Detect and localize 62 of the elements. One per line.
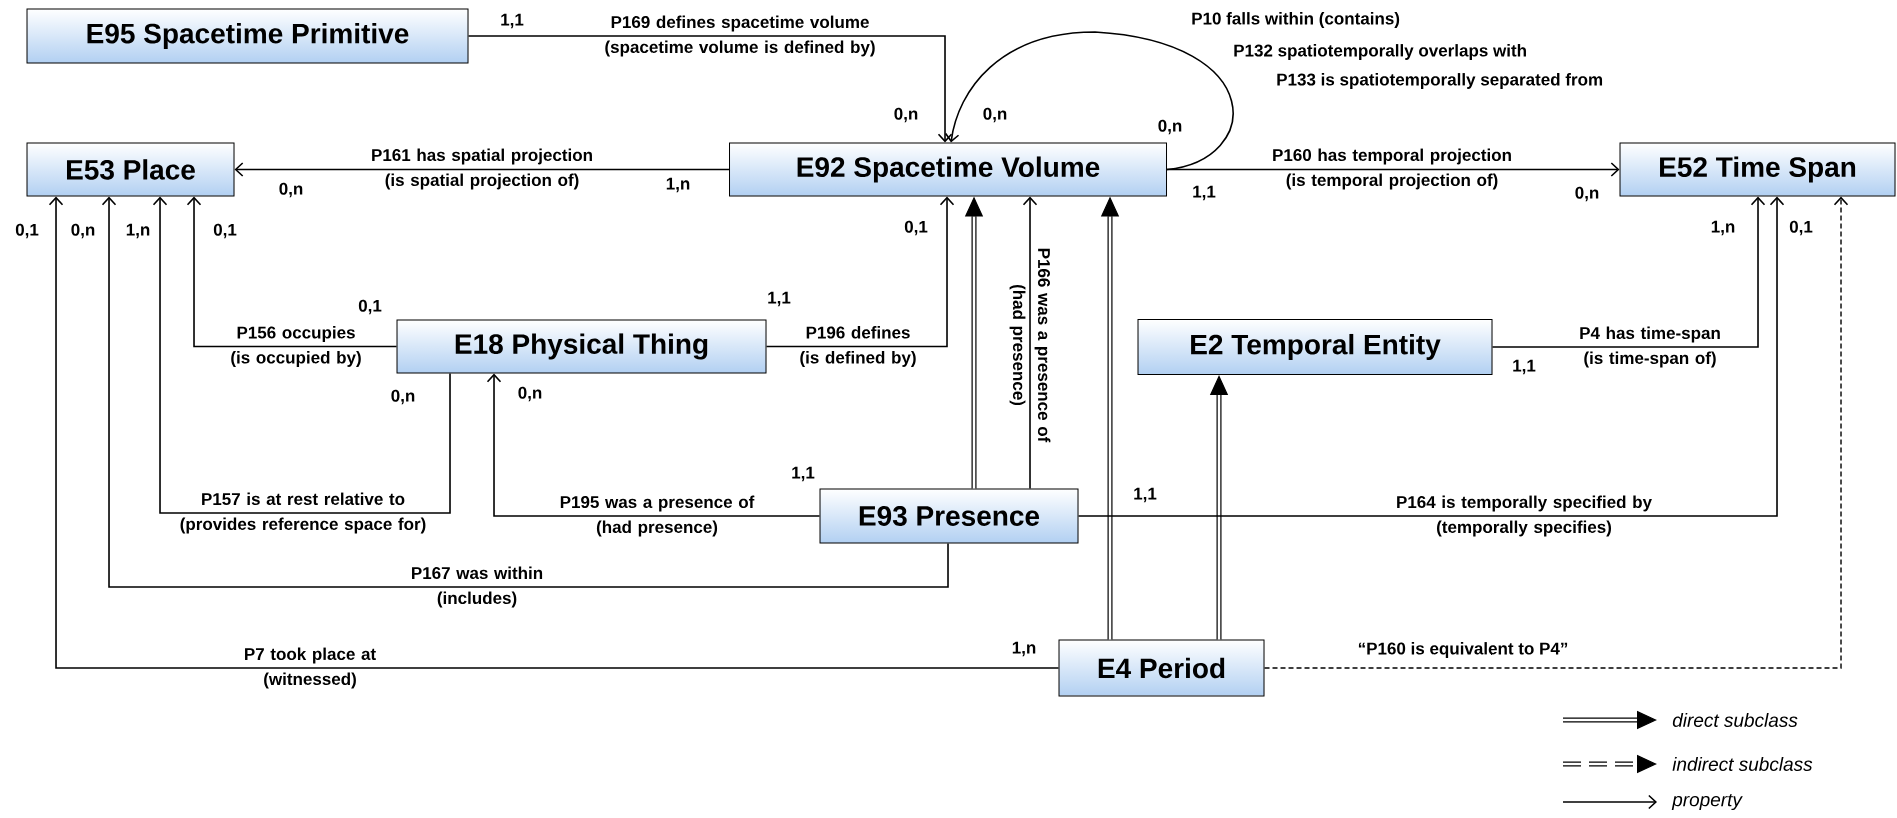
property-arrow (1022, 196, 1038, 490)
property-arrow (101, 196, 949, 588)
edge-label: P195 was a presence of (had presence) (560, 495, 755, 537)
cardinality-label: 0,n (71, 223, 95, 239)
cardinality-label: 0,n (894, 107, 918, 123)
cardinality-label: 0,1 (1789, 220, 1813, 236)
cardinality-label: 1,1 (768, 291, 791, 307)
edge-label: P156 occupies (is occupied by) (231, 326, 361, 367)
cardinality-label: 1,n (126, 223, 150, 239)
edge-label: P7 took place at (witnessed) (245, 647, 376, 689)
edge-label: P4 has time-span (is time-span of) (1580, 326, 1720, 368)
edge-label: P169 defines spacetime volume (spacetime volume is defined by) (605, 15, 875, 57)
cardinality-label: 1,n (1012, 641, 1036, 657)
property-arrow (48, 196, 1060, 669)
cardinality-label: 0,1 (904, 220, 928, 236)
edge-label: P157 is at rest relative to (provides reference space for) (180, 492, 426, 534)
legend-label: property (1671, 793, 1743, 811)
class-box: E92 Spacetime Volume (729, 142, 1167, 197)
property-arrow (467, 35, 953, 143)
property-label: P133 is spatiotemporally separated from (1277, 73, 1603, 89)
legend-label: indirect subclass (1672, 757, 1813, 771)
property-arrow (1491, 196, 1766, 348)
cardinality-label: 0,n (1158, 119, 1182, 135)
property-arrow (1077, 196, 1785, 517)
property-arrow (186, 196, 398, 348)
cardinality-label: 1,1 (1513, 359, 1536, 375)
cardinality-label: 0,n (983, 107, 1007, 123)
edge-label: P161 has spatial projection (is spatial projection of) (372, 148, 592, 190)
class-box: E4 Period (1058, 639, 1265, 697)
property-arrow (765, 196, 955, 348)
class-box: E53 Place (26, 142, 235, 197)
dashed-arrow (1263, 196, 1849, 669)
cardinality-label: 0,n (391, 389, 415, 405)
class-box: E52 Time Span (1619, 142, 1896, 197)
cardinality-label: 0,1 (15, 223, 39, 239)
edge-label: P196 defines (is defined by) (800, 326, 916, 367)
cardinality-label: 0,1 (358, 299, 382, 315)
edge-label: P164 is temporally specified by (temporally specifies) (1397, 495, 1652, 537)
cardinality-label: 1,1 (792, 466, 815, 482)
class-box: E95 Spacetime Primitive (26, 8, 469, 64)
cardinality-label: 0,n (279, 182, 303, 198)
class-box: E2 Temporal Entity (1137, 319, 1493, 375)
cardinality-label: 1,1 (1193, 185, 1216, 201)
cardinality-label: 0,n (1575, 186, 1599, 202)
cardinality-label: 1,n (666, 177, 690, 193)
property-arrow (234, 162, 730, 177)
class-box: E18 Physical Thing (396, 319, 767, 374)
edge-label: “P160 is equivalent to P4” (1356, 641, 1570, 659)
edge-label: P167 was within (includes) (412, 566, 543, 608)
property-arrow (486, 373, 821, 517)
property-arrow (152, 196, 451, 514)
property-arrow (944, 31, 1234, 171)
cardinality-label: 0,1 (213, 223, 237, 239)
cardinality-label: 1,1 (1134, 487, 1157, 503)
property-label: P132 spatiotemporally overlaps with (1234, 44, 1526, 60)
edge-label: P10 falls within (contains) (1192, 12, 1400, 28)
legend-label: direct subclass (1672, 713, 1798, 727)
cardinality-label: 1,n (1711, 220, 1735, 236)
cardinality-label: 1,1 (501, 13, 524, 29)
edge-label: P166 was a presence of (had presence) (1009, 248, 1051, 443)
edge-label: P160 has temporal projection (is temporal projection of) (1273, 148, 1511, 190)
class-box: E93 Presence (819, 488, 1079, 544)
